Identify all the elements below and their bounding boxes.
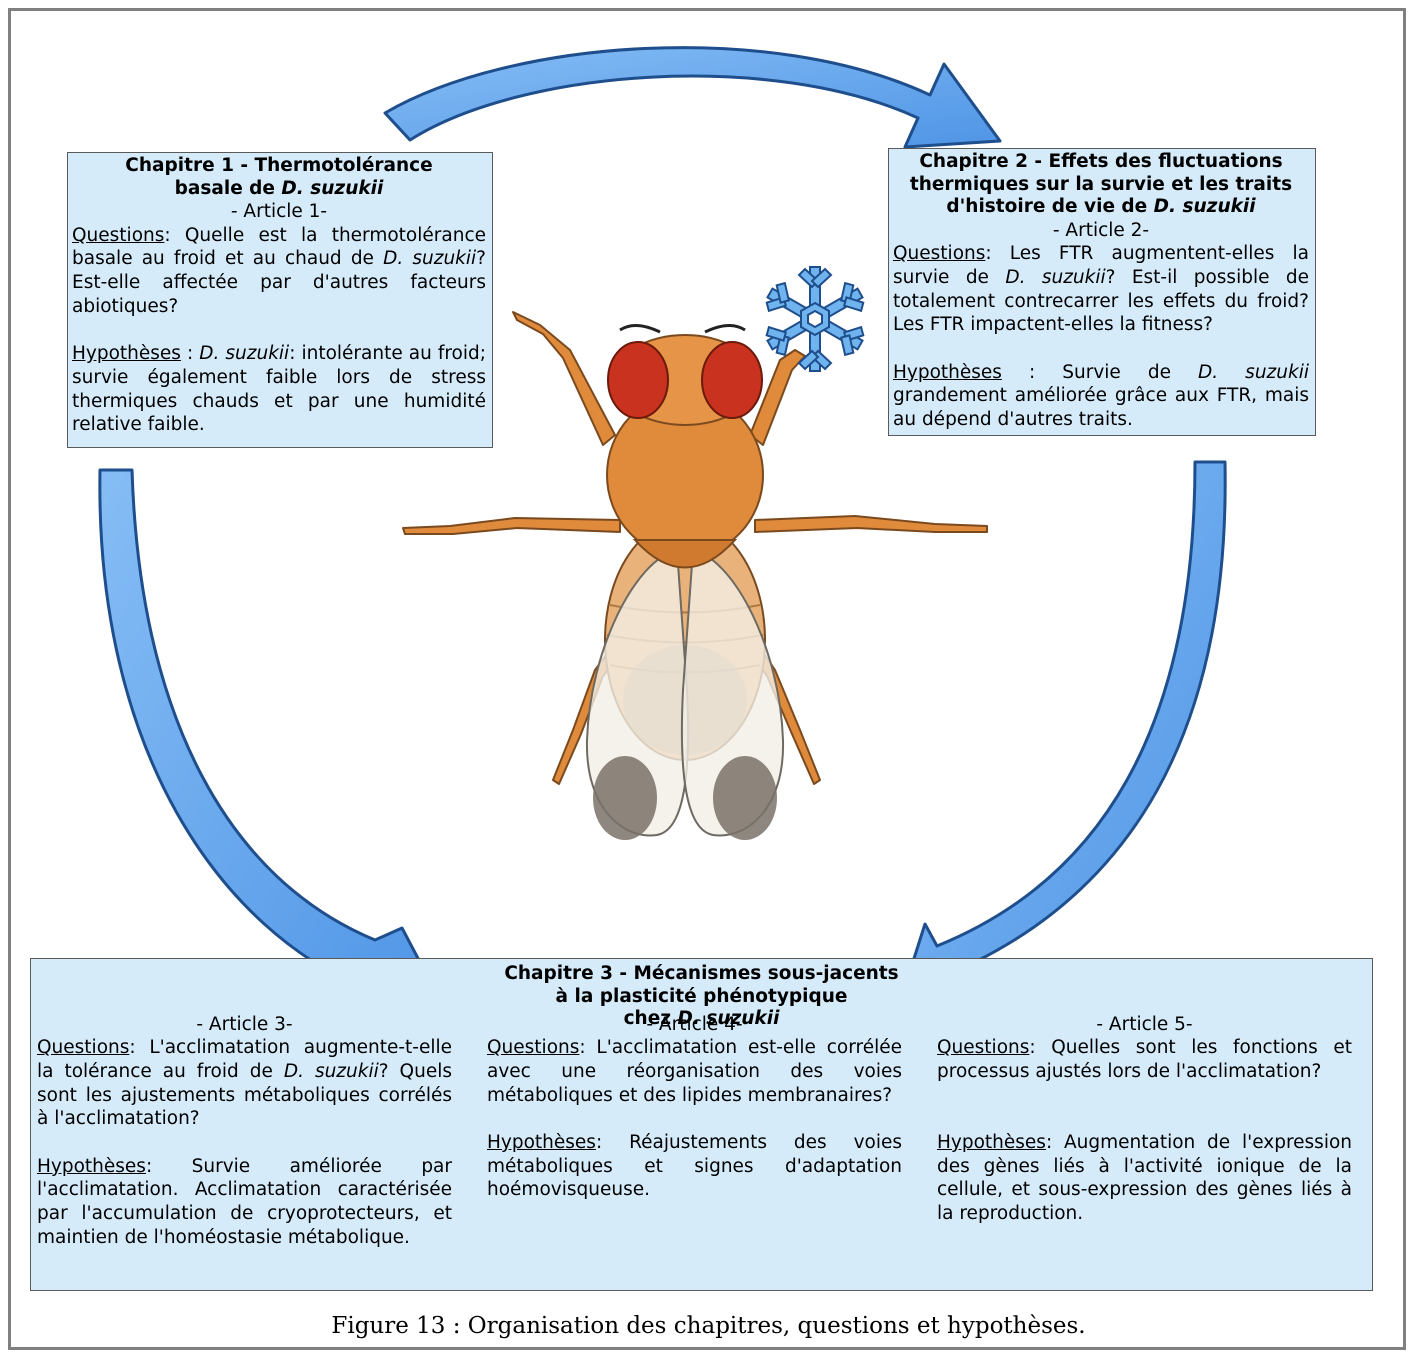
article-3-questions: Questions: L'acclimatation augmente-t-el… <box>37 1036 452 1131</box>
fly-mid-leg-right <box>755 516 987 532</box>
article-4-questions: Questions: L'acclimatation est-elle corr… <box>487 1036 902 1107</box>
fly-antenna-right <box>705 325 745 332</box>
snowflake-icon <box>752 256 878 382</box>
arrow-ch1-to-ch3 <box>100 470 440 1007</box>
fly-front-leg-left <box>513 312 615 445</box>
chapter-2-box: Chapitre 2 - Effets des fluctuations the… <box>888 148 1316 436</box>
chapter-1-hypotheses: Hypothèses : D. suzukii: intolérante au … <box>72 342 486 437</box>
article-3-column: - Article 3- Questions: L'acclimatation … <box>37 1013 452 1250</box>
article-2-label: - Article 2- <box>893 219 1309 243</box>
article-4-column: - Article 4- Questions: L'acclimatation … <box>487 1013 902 1203</box>
chapter-3-box: Chapitre 3 - Mécanismes sous-jacents à l… <box>30 958 1373 1291</box>
chapter-1-questions: Questions: Quelle est la thermotolérance… <box>72 224 486 319</box>
chapter-1-title: Chapitre 1 - Thermotolérance basale de D… <box>72 155 486 200</box>
article-4-hypotheses: Hypothèses: Réajustements des voies méta… <box>487 1131 902 1202</box>
article-5-column: - Article 5- Questions: Quelles sont les… <box>937 1013 1352 1226</box>
article-3-label: - Article 3- <box>37 1013 452 1037</box>
chapter-2-hypotheses: Hypothèses : Survie de D. suzukii grande… <box>893 361 1309 432</box>
chapter-2-questions: Questions: Les FTR augmentent-elles la s… <box>893 242 1309 337</box>
article-5-hypotheses: Hypothèses: Augmentation de l'expression… <box>937 1131 1352 1226</box>
fly-eye-left <box>608 342 668 418</box>
article-4-label: - Article 4- <box>487 1013 902 1037</box>
arrow-ch1-to-ch2 <box>385 48 1000 147</box>
fly-antenna-left <box>620 325 660 332</box>
article-5-label: - Article 5- <box>937 1013 1352 1037</box>
fly-wing-spot-right <box>713 756 777 840</box>
article-1-label: - Article 1- <box>72 200 486 224</box>
chapter-2-title: Chapitre 2 - Effets des fluctuations the… <box>893 151 1309 219</box>
chapter-1-box: Chapitre 1 - Thermotolérance basale de D… <box>67 152 493 448</box>
figure-caption: Figure 13 : Organisation des chapitres, … <box>0 1311 1417 1341</box>
article-3-hypotheses: Hypothèses: Survie améliorée par l'accli… <box>37 1155 452 1250</box>
fly-wing-spot-left <box>593 756 657 840</box>
fly-mid-leg-left <box>403 518 620 534</box>
article-5-questions: Questions: Quelles sont les fonctions et… <box>937 1036 1352 1083</box>
